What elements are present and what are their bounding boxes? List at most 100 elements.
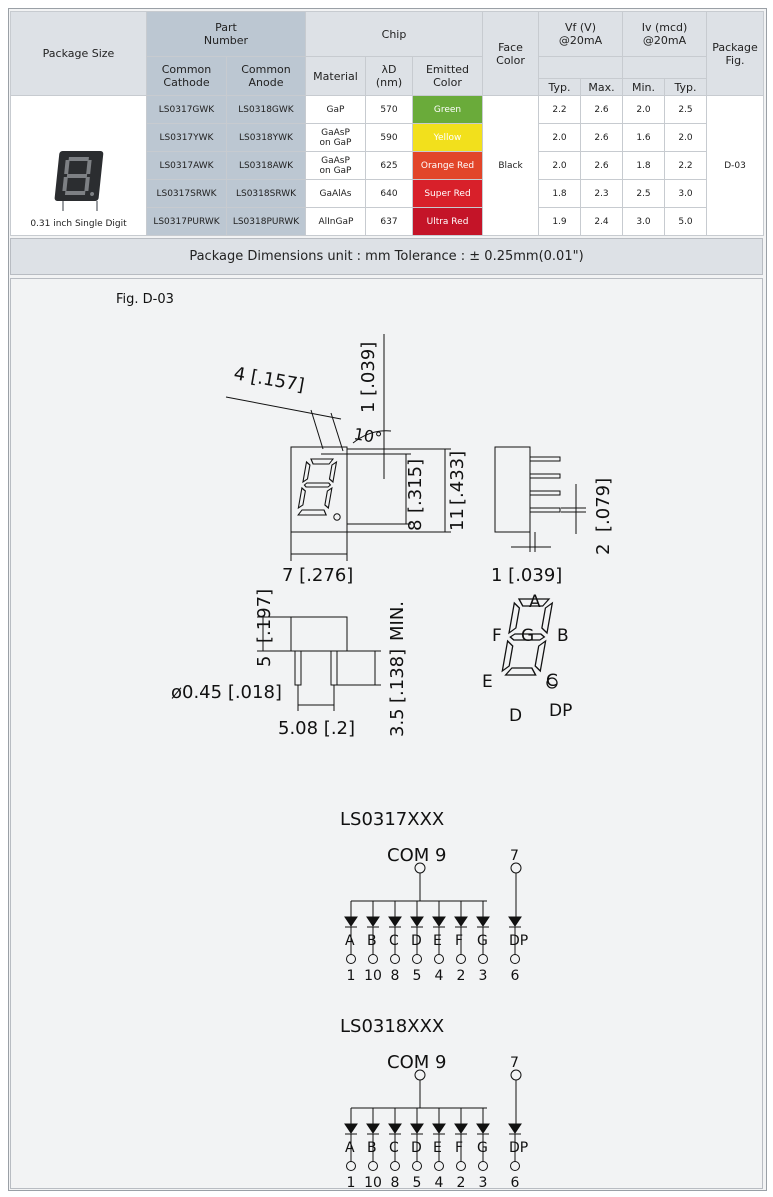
segment-label: G [477,1140,488,1156]
header-iv-spacer [622,56,708,79]
cell-material: GaP [305,95,366,124]
cell-emitted-color: Super Red [411,179,484,208]
circuit-dp-pin: 7 [510,1055,519,1071]
circuit-com-label: COM 9 [387,1052,446,1073]
cell-lambda: 625 [365,151,413,180]
fig-label: Fig. D-03 [116,292,174,307]
dim-5: 5 [254,656,275,667]
dim-phi: ø0.45 [.018] [171,682,282,703]
segment-label: DP [509,933,528,949]
pin-number: 10 [364,968,382,984]
pin-number: 2 [457,968,466,984]
segment-label: C [389,1140,399,1156]
dim-1-top: 1 [.039] [358,342,379,413]
segment-label: D [411,933,422,949]
dim-508: 5.08 [.2] [278,718,355,739]
dim-315: [.315] [405,459,426,513]
header-common-cathode: Common Cathode [146,56,227,96]
pin-terminal [478,954,488,964]
pin-terminal [510,1161,520,1171]
cell-lambda: 570 [365,95,413,124]
circuit-dp-terminal [510,862,522,874]
cell-anode: LS0318AWK [226,151,306,180]
dim-433: [.433] [447,451,468,505]
segment-label: B [367,1140,377,1156]
circuit-com-label: COM 9 [387,845,446,866]
bottom-body [290,616,348,652]
diode [432,1123,446,1134]
header-iv: Iv (mcd) @20mA [622,11,708,57]
cell-material: GaAlAs [305,179,366,208]
pin-number: 8 [391,968,400,984]
side-view [494,446,586,552]
package-cell: 0.31 inch Single Digit [10,95,147,236]
pin-terminal [412,954,422,964]
cell-emitted-color: Green [411,95,484,124]
label-dp: DP [549,701,572,721]
segment-label: G [477,933,488,949]
cell-face-color: Black [482,95,540,236]
cell-material-text: GaAsP on GaP [319,155,352,176]
pin-number: 1 [347,1175,356,1188]
spec-table: Package Size Part Number Chip Face Color… [10,11,765,236]
segment-g [509,633,546,641]
header-iv-min: Min. [622,78,666,96]
diode [344,916,358,927]
label-e: E [482,672,493,692]
pin-number: 1 [347,968,356,984]
cell-material: GaAsP on GaP [305,123,366,152]
cell-lambda: 590 [365,123,413,152]
cell-cathode: LS0317GWK [146,95,227,124]
header-emitted-color: Emitted Color [411,56,484,96]
diode [366,916,380,927]
circuit-title: LS0318XXX [340,1016,444,1037]
dim-angle: 10° [352,424,383,448]
common-anode-label: Common Anode [241,63,291,89]
header-package-size: Package Size [10,11,147,96]
circuit-dp-terminal [510,1069,522,1081]
drawing-area: Fig. D-03 4 [.157] 1 [.039] 10 [10,278,763,1191]
part-number-label: Part Number [203,21,249,47]
header-vf-max: Max. [580,78,624,96]
diode [388,1123,402,1134]
package-caption: 0.31 inch Single Digit [30,219,127,229]
segment-label: E [433,1140,442,1156]
common-cathode-label: Common Cathode [161,63,212,89]
cell-iv-typ: 2.0 [664,123,708,152]
diode [432,916,446,927]
label-d: D [509,706,522,726]
cell-cathode: LS0317AWK [146,151,227,180]
diode [454,1123,468,1134]
pin-number: 3 [479,968,488,984]
pin-terminal [434,1161,444,1171]
cell-vf-typ: 1.9 [538,207,582,236]
label-a: A [529,592,541,612]
emitted-color-label: Emitted Color [425,63,470,89]
diode [508,916,522,927]
segment-label: F [455,1140,463,1156]
header-face-color: Face Color [482,11,540,96]
cell-package-fig: D-03 [706,95,765,236]
pin-number: 3 [479,1175,488,1188]
segment-label: B [367,933,377,949]
front-view [225,334,451,561]
dim-8: 8 [405,520,426,531]
pin-terminal [346,954,356,964]
header-lambda: λD (nm) [365,56,413,96]
cell-cathode: LS0317YWK [146,123,227,152]
cell-iv-typ: 2.2 [664,151,708,180]
pin-number: 6 [511,968,520,984]
pin-terminal [434,954,444,964]
header-common-anode: Common Anode [226,56,306,96]
cell-iv-min: 1.6 [622,123,666,152]
diode [410,916,424,927]
cell-anode: LS0318GWK [226,95,306,124]
pin-terminal [412,1161,422,1171]
front-digit [297,458,338,516]
pin-number: 5 [413,968,422,984]
cell-material-text: GaP [326,104,345,115]
segment-dp [546,677,558,689]
segment-label: A [345,1140,355,1156]
